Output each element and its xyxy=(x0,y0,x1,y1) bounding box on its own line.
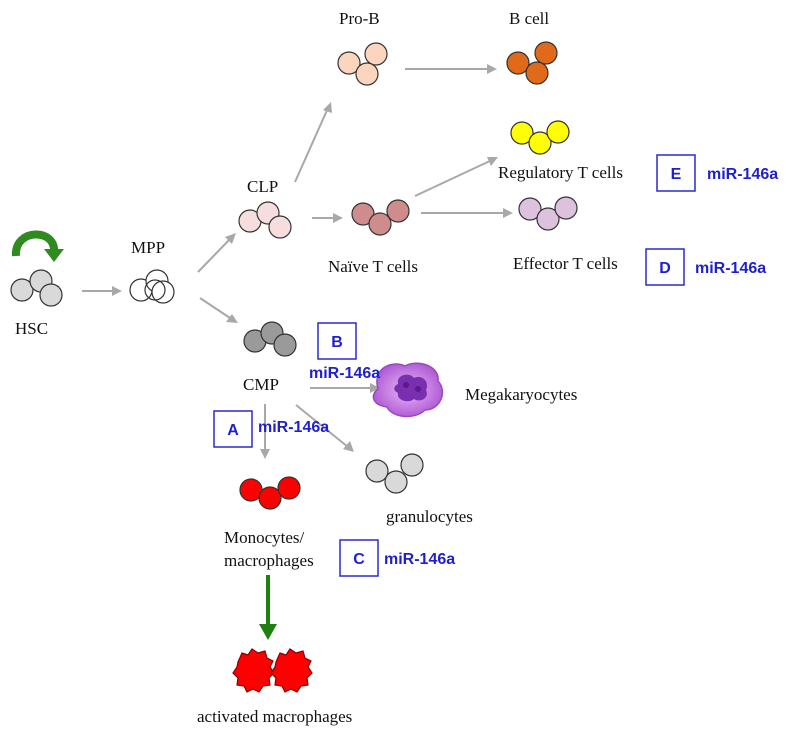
hsc-cells xyxy=(10,269,63,307)
target-c: C miR-146a xyxy=(339,539,455,577)
arrowhead-cmp-gran xyxy=(343,441,354,452)
label-activated-macrophages: activated macrophages xyxy=(197,707,352,726)
arrowhead-naive-teff xyxy=(503,208,513,218)
target-a: A miR-146a xyxy=(213,410,329,448)
granulocyte-cells xyxy=(365,453,424,494)
label-monocytes-line1: Monocytes/ xyxy=(224,528,305,547)
target-d: D miR-146a xyxy=(645,248,766,286)
naive-t-cells xyxy=(351,199,410,236)
arrowhead-mpp-cmp xyxy=(226,314,238,323)
arrowhead-cmp-mega xyxy=(370,383,380,393)
label-prob: Pro-B xyxy=(339,9,380,28)
arrowhead-hsc-mpp xyxy=(112,286,122,296)
curved-arrow-icon xyxy=(12,230,64,262)
arrowhead-clp-prob xyxy=(323,102,332,113)
label-megakaryocytes: Megakaryocytes xyxy=(465,385,577,404)
arrowhead-prob-bcell xyxy=(487,64,497,74)
target-box-a xyxy=(213,410,253,448)
arrowhead-cmp-mono xyxy=(260,449,270,459)
label-granulocytes: granulocytes xyxy=(386,507,473,526)
target-mirna-a: miR-146a xyxy=(258,419,329,436)
target-letter-c: C xyxy=(353,551,365,568)
arrow-cmp-gran xyxy=(295,404,349,448)
label-treg: Regulatory T cells xyxy=(498,163,623,182)
target-letter-d: D xyxy=(659,260,671,277)
arrow-mpp-cmp xyxy=(199,297,234,321)
mpp-cells xyxy=(129,269,175,304)
arrow-mpp-clp xyxy=(197,236,233,273)
label-mpp: MPP xyxy=(131,238,165,257)
target-letter-e: E xyxy=(671,166,682,183)
arrow-clp-prob xyxy=(294,107,329,183)
cmp-cells xyxy=(243,321,297,357)
target-letter-a: A xyxy=(227,422,239,439)
label-clp: CLP xyxy=(247,177,278,196)
teff-cells xyxy=(518,196,578,231)
label-monocytes-line2: macrophages xyxy=(224,551,314,570)
target-mirna-d: miR-146a xyxy=(695,260,766,277)
target-mirna-c: miR-146a xyxy=(384,551,455,568)
target-mirna-b: miR-146a xyxy=(309,365,380,382)
treg-cells xyxy=(510,120,570,155)
arrowhead-naive-treg xyxy=(487,157,498,166)
target-b: B miR-146a xyxy=(309,322,380,382)
label-bcell: B cell xyxy=(509,9,549,28)
lineage-arrows xyxy=(82,64,513,459)
target-box-c xyxy=(339,539,379,577)
activated-macrophage-cells xyxy=(232,648,313,693)
target-box-b xyxy=(317,322,357,360)
megakaryocyte-icon xyxy=(372,362,444,418)
arrow-naive-treg xyxy=(414,159,493,197)
prob-cells xyxy=(337,42,388,86)
clp-cells xyxy=(238,201,292,239)
target-box-d xyxy=(645,248,685,286)
label-cmp: CMP xyxy=(243,375,279,394)
down-arrow-icon xyxy=(259,575,277,640)
label-hsc: HSC xyxy=(15,319,48,338)
arrowhead-clp-naive xyxy=(333,213,343,223)
arrowhead-mpp-clp xyxy=(225,233,236,244)
monocyte-cells xyxy=(239,476,301,510)
target-mirna-e: miR-146a xyxy=(707,166,778,183)
bcell-cells xyxy=(506,41,558,85)
target-box-e xyxy=(656,154,696,192)
label-teff: Effector T cells xyxy=(513,254,618,273)
target-letter-b: B xyxy=(331,334,343,351)
label-naive-t: Naïve T cells xyxy=(328,257,418,276)
target-e: E miR-146a xyxy=(656,154,778,192)
